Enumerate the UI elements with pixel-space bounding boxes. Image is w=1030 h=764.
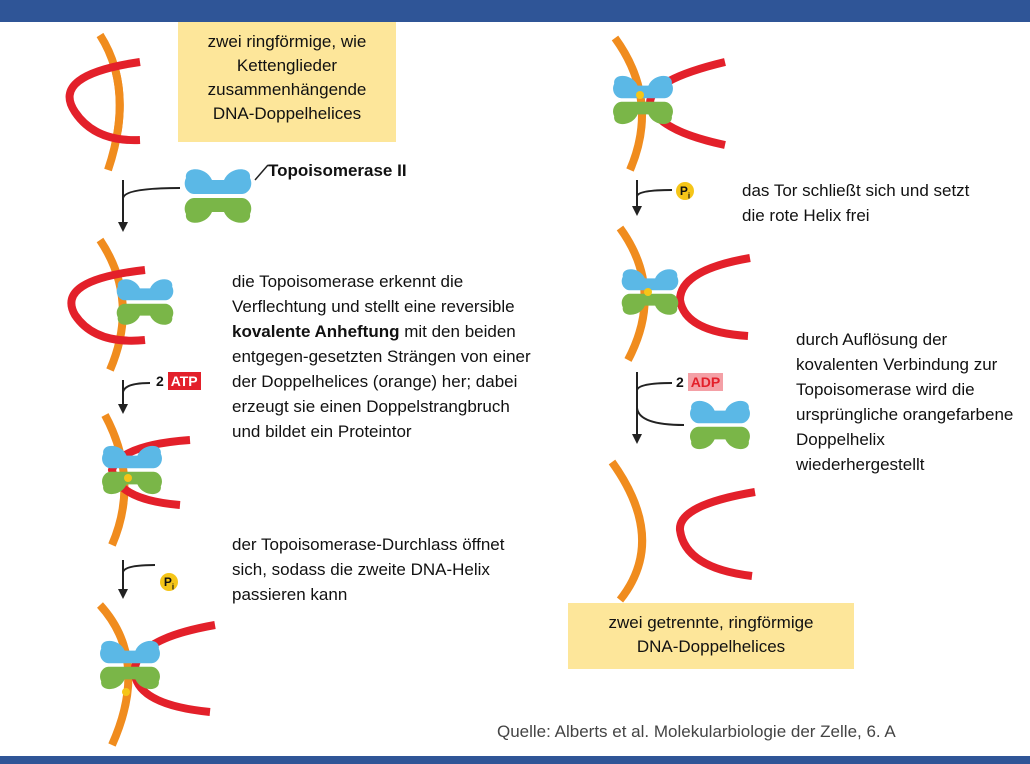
free-enzyme-2: [690, 400, 750, 450]
dna-pair-6: [616, 225, 751, 362]
bottom-band: [0, 756, 1030, 764]
arrow-1: [118, 180, 181, 232]
arrow-5: [632, 180, 673, 216]
step4-text: durch Auflösung der kovalenten Verbindun…: [796, 330, 1014, 474]
adp-badge: 2 ADP: [676, 373, 724, 391]
step1-text: die Topoisomerase erkennt die Verflechtu…: [232, 272, 531, 441]
dna-pair-4: [97, 602, 216, 747]
dna-pair-2: [67, 237, 174, 372]
atp-badge: 2 ATP: [156, 372, 201, 390]
dna-pair-3: [101, 413, 191, 547]
enzyme-label: Topoisomerase II: [268, 161, 407, 180]
bottom-note: zwei getrennte, ringförmige DNA-Doppelhe…: [568, 603, 854, 669]
top-band: [0, 0, 1030, 22]
dna-pair-7: [608, 459, 756, 603]
arrow-2: [118, 380, 151, 414]
source-citation: Quelle: Alberts et al. Molekularbiologie…: [497, 722, 896, 741]
pi-badge-1: Pi: [160, 573, 178, 591]
step2-text: der Topoisomerase-Durchlass öffnet sich,…: [232, 535, 505, 604]
dna-pair-5: [611, 35, 726, 172]
arrow-3: [118, 560, 156, 599]
free-enzyme-1: [184, 169, 252, 223]
top-note: zwei ringförmige, wie Kettenglieder zusa…: [178, 22, 396, 142]
step3-text: das Tor schließt sich und setzt die rote…: [742, 181, 970, 225]
pi-badge-2: Pi: [676, 182, 694, 200]
arrow-6: [632, 372, 685, 444]
dna-pair-1: [65, 32, 141, 172]
